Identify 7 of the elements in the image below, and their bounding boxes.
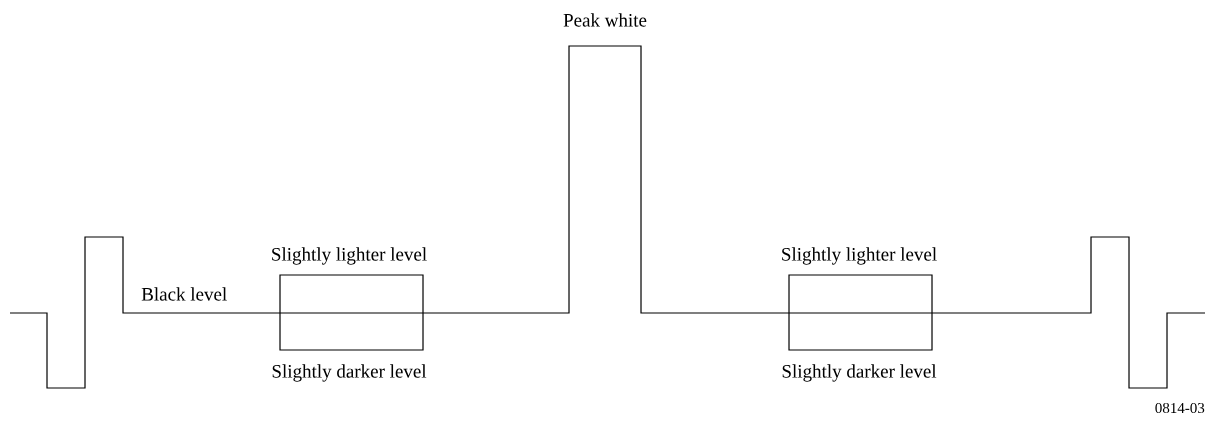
level-label: Black level <box>141 287 227 301</box>
level-label: Slightly lighter level <box>782 247 937 265</box>
figure-number: 0814-03 <box>1155 402 1205 414</box>
level-label: Slightly lighter level <box>272 247 427 265</box>
level-label: Slightly darker level <box>272 364 427 382</box>
level-label: Peak white <box>563 13 647 27</box>
level-label: Slightly darker level <box>782 364 937 382</box>
